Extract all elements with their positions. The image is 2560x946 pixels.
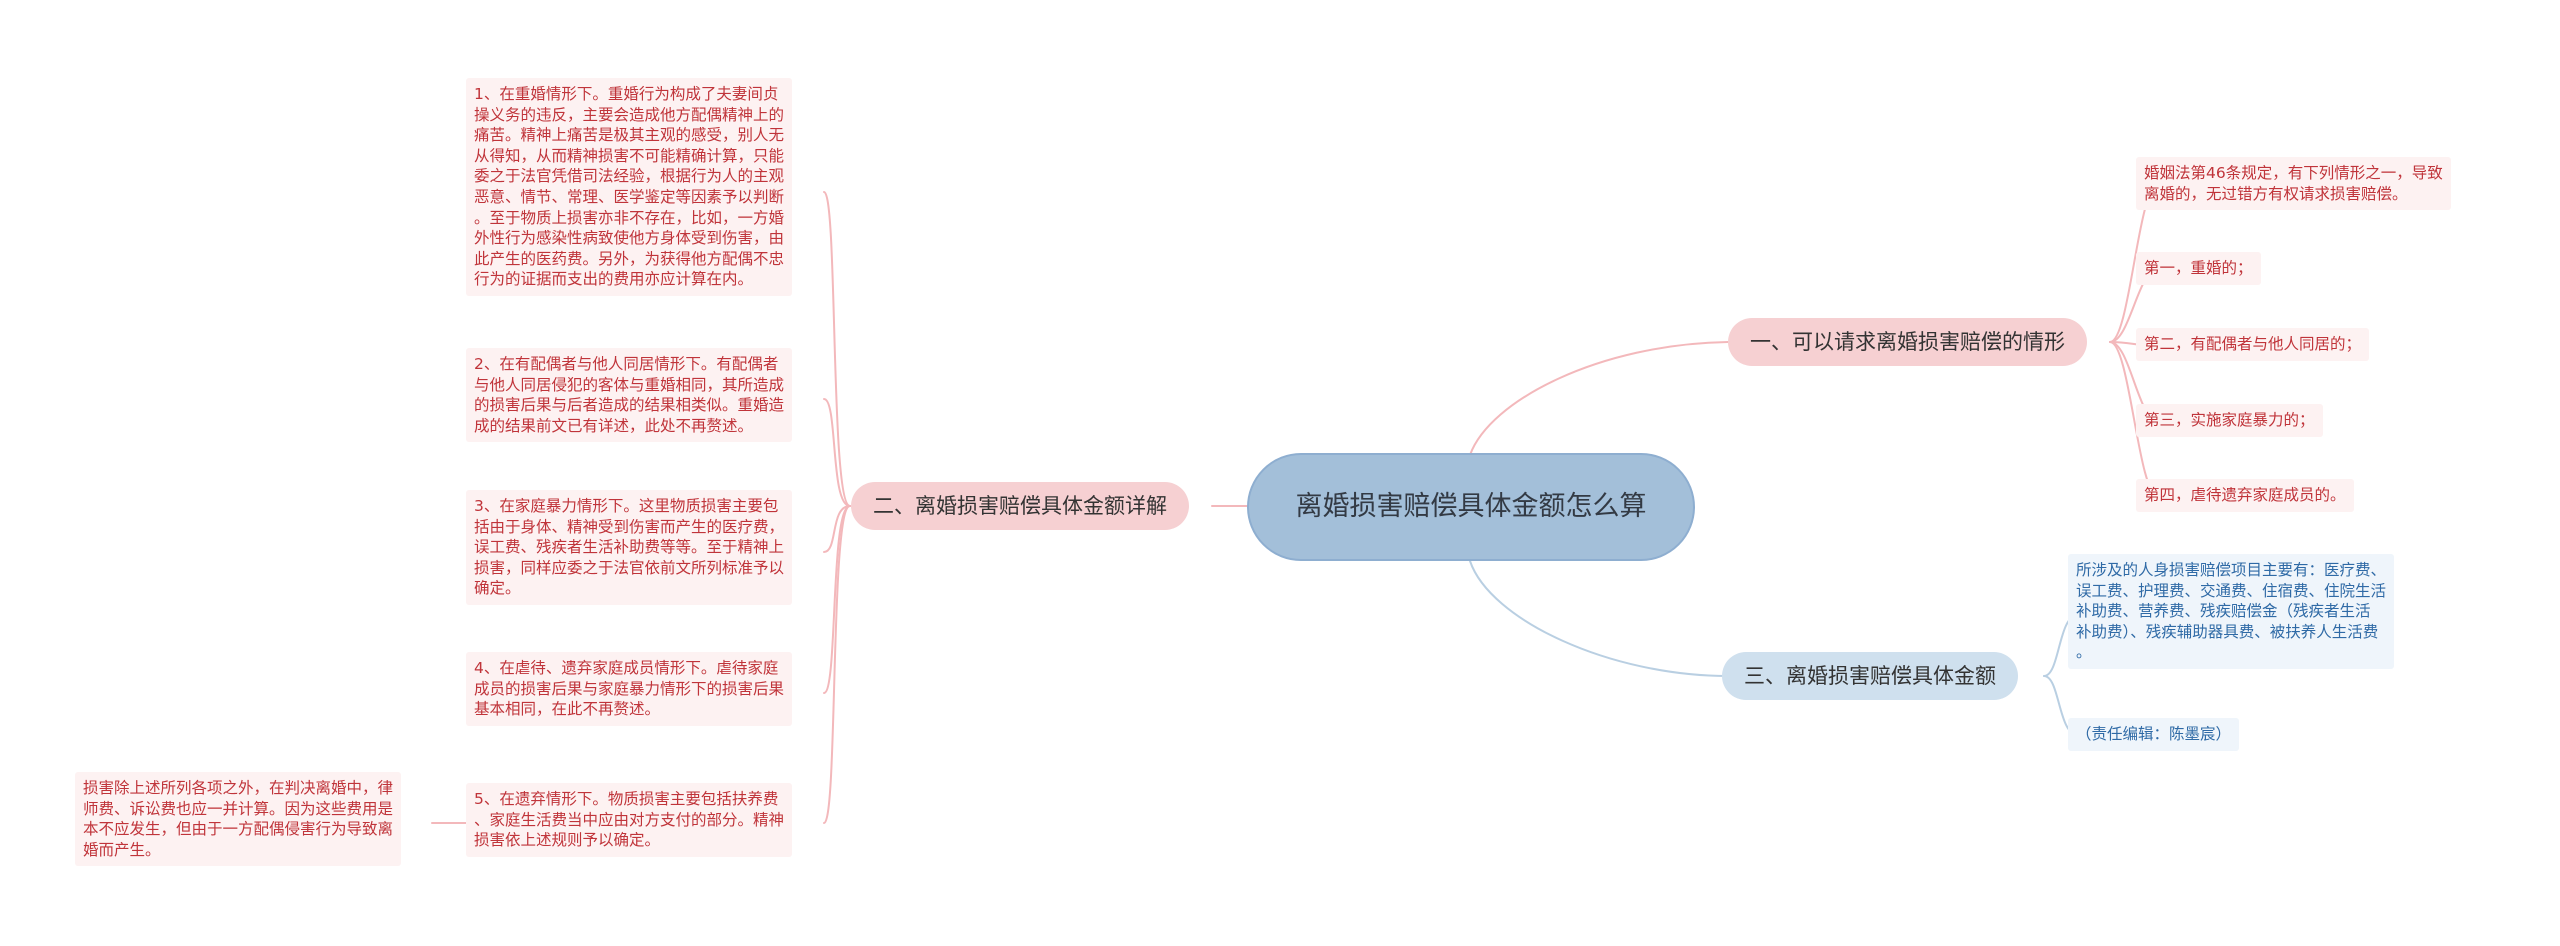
branch-2-item-2[interactable]: 2、在有配偶者与他人同居情形下。有配偶者 与他人同居侵犯的客体与重婚相同，其所造… — [466, 348, 793, 443]
branch-2-sub-item-1[interactable]: 损害除上述所列各项之外，在判决离婚中，律 师费、诉讼费也应一并计算。因为这些费用… — [75, 772, 402, 867]
branch-2-item-5[interactable]: 5、在遗弃情形下。物质损害主要包括扶养费 、家庭生活费当中应由对方支付的部分。精… — [466, 783, 793, 857]
branch-1-item-1[interactable]: 婚姻法第46条规定，有下列情形之一，导致 离婚的，无过错方有权请求损害赔偿。 — [2136, 157, 2451, 211]
connector-root-branch1 — [1469, 341, 1729, 456]
branch-2-item-1[interactable]: 1、在重婚情形下。重婚行为构成了夫妻间贞 操义务的违反，主要会造成他方配偶精神上… — [466, 78, 793, 296]
connector-b2-item3 — [823, 505, 851, 553]
branch-1-item-5[interactable]: 第四，虐待遗弃家庭成员的。 — [2136, 479, 2354, 512]
connector-b2-item2 — [823, 398, 851, 507]
connector-root-branch3 — [1469, 560, 1729, 677]
connector-b2-item4 — [823, 505, 851, 694]
branch-2[interactable]: 二、离婚损害赔偿具体金额详解 — [851, 482, 1189, 530]
branch-3-label: 三、离婚损害赔偿具体金额 — [1744, 664, 1996, 688]
branch-3-item-2[interactable]: （责任编辑：陈墨宸） — [2068, 718, 2240, 751]
connector-b2-item1 — [823, 191, 851, 507]
branch-2-label: 二、离婚损害赔偿具体金额详解 — [873, 494, 1167, 518]
connector-b2-item5 — [823, 505, 851, 824]
branch-1[interactable]: 一、可以请求离婚损害赔偿的情形 — [1728, 318, 2087, 366]
branch-1-item-2[interactable]: 第一，重婚的； — [2136, 252, 2261, 285]
branch-1-item-4[interactable]: 第三，实施家庭暴力的； — [2136, 404, 2323, 437]
root-topic[interactable]: 离婚损害赔偿具体金额怎么算 — [1247, 453, 1695, 561]
branch-1-item-3[interactable]: 第二，有配偶者与他人同居的； — [2136, 328, 2370, 361]
branch-2-item-3[interactable]: 3、在家庭暴力情形下。这里物质损害主要包 括由于身体、精神受到伤害而产生的医疗费… — [466, 490, 793, 605]
branch-1-label: 一、可以请求离婚损害赔偿的情形 — [1750, 330, 2065, 354]
branch-2-item-4[interactable]: 4、在虐待、遗弃家庭成员情形下。虐待家庭 成员的损害后果与家庭暴力情形下的损害后… — [466, 652, 793, 726]
branch-3[interactable]: 三、离婚损害赔偿具体金额 — [1722, 652, 2018, 700]
branch-3-item-1[interactable]: 所涉及的人身损害赔偿项目主要有：医疗费、 误工费、护理费、交通费、住宿费、住院生… — [2068, 554, 2395, 669]
root-title: 离婚损害赔偿具体金额怎么算 — [1295, 491, 1647, 522]
